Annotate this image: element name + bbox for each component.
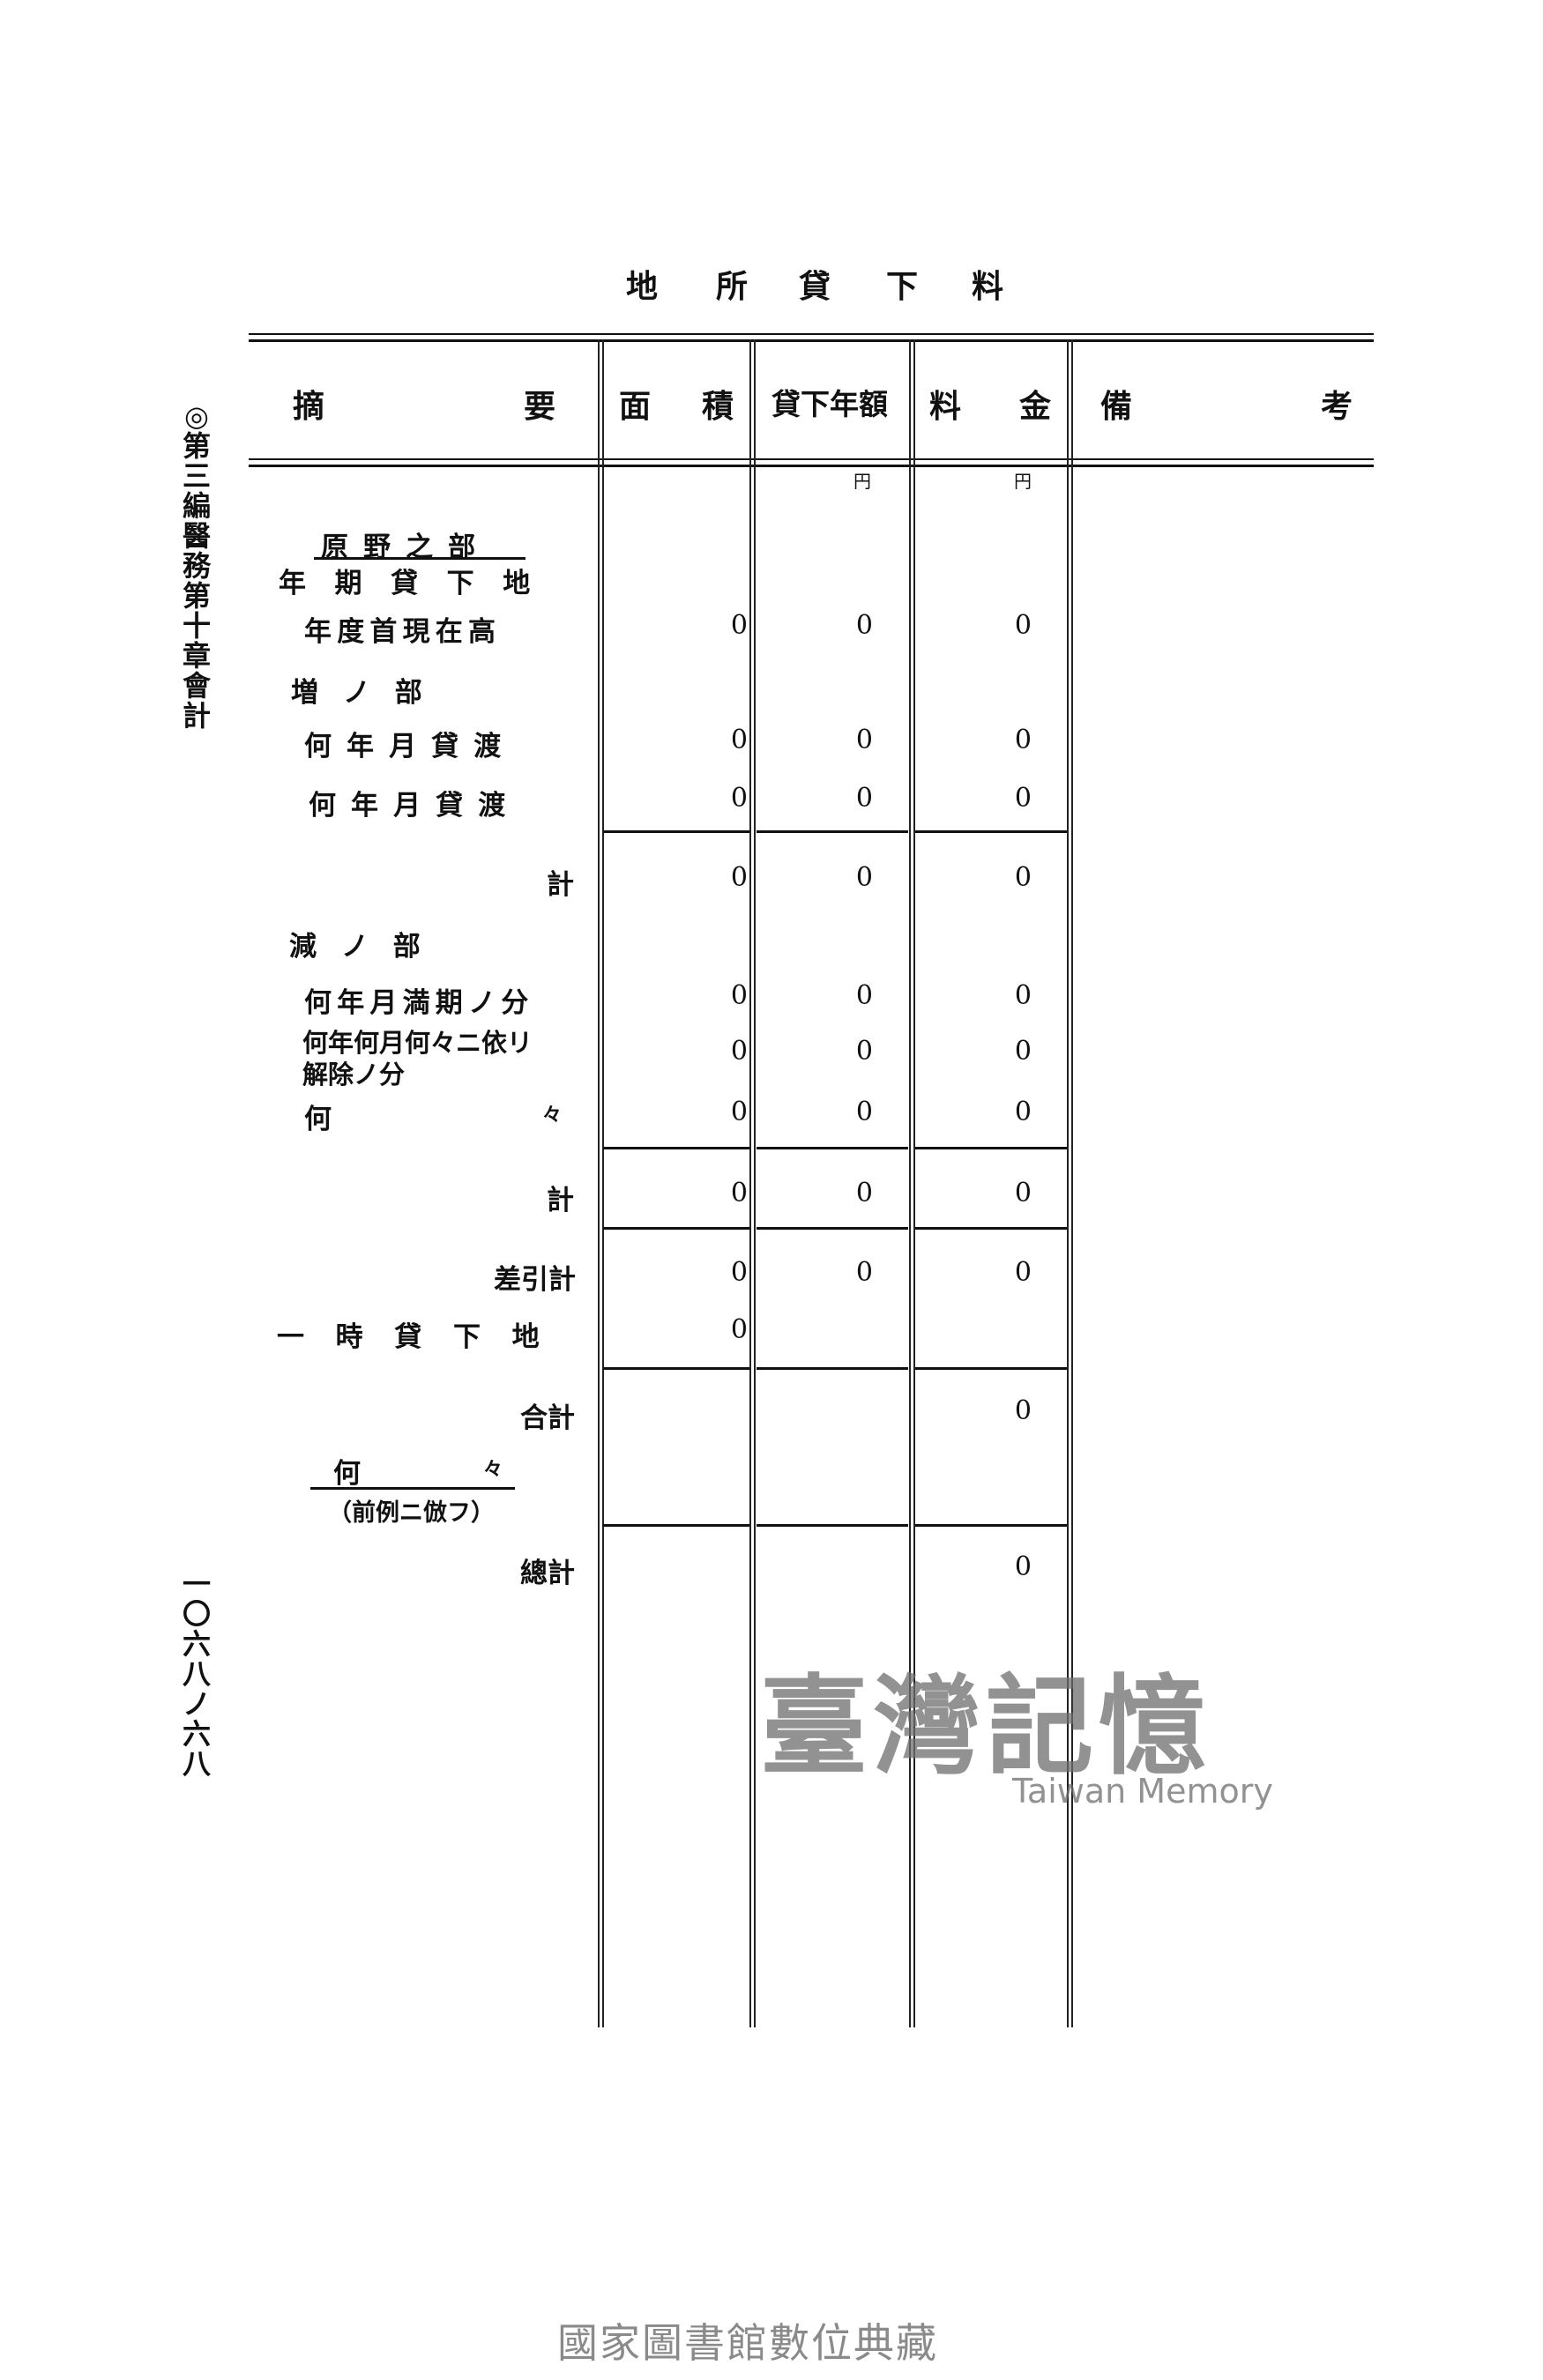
- header-fee: 金: [1019, 388, 1052, 425]
- section-underline: [314, 557, 526, 560]
- fee-value: 0: [1014, 1178, 1032, 1209]
- header-area: 面: [619, 388, 652, 425]
- subtotal-label: 計: [547, 869, 574, 901]
- area-value: 0: [730, 862, 748, 893]
- annual-value: 0: [855, 1178, 873, 1209]
- row-label: 一時貸下地: [277, 1321, 571, 1353]
- subtotal-rule: [757, 830, 908, 833]
- row-label: 年度首現在高: [304, 616, 502, 648]
- header-annual-amount: 貸下年額: [772, 387, 888, 421]
- fee-value: 0: [1014, 610, 1032, 641]
- header-fee: 料: [929, 388, 962, 425]
- unit-yen: 円: [853, 471, 871, 492]
- fee-value: 0: [1014, 783, 1032, 814]
- annual-value: 0: [855, 1036, 873, 1067]
- area-value: 0: [730, 1178, 748, 1209]
- title-char: 下: [886, 268, 919, 305]
- subtotal-rule: [603, 830, 749, 833]
- header-summary: 要: [524, 388, 556, 425]
- annual-value: 0: [855, 1097, 873, 1127]
- header-bottom-rule: [249, 465, 1374, 467]
- fee-value: 0: [1014, 862, 1032, 893]
- area-value: 0: [730, 725, 748, 755]
- annual-value: 0: [855, 862, 873, 893]
- annual-value: 0: [855, 1257, 873, 1288]
- unit-yen: 円: [1014, 471, 1032, 492]
- subtotal-rule: [915, 1147, 1067, 1149]
- table-top-rule: [249, 333, 1374, 335]
- subtotal-rule: [603, 1524, 749, 1527]
- subtotal-rule: [915, 1367, 1067, 1370]
- row-label: 何年何月何々ニ依リ: [302, 1028, 533, 1058]
- header-remarks: 備: [1100, 388, 1133, 425]
- fee-value: 0: [1014, 1036, 1032, 1067]
- watermark-logo: 臺灣記憶: [760, 1662, 1211, 1789]
- column-divider: [1067, 339, 1073, 2027]
- row-label: 何: [333, 1458, 361, 1490]
- header-bottom-rule: [249, 458, 1374, 460]
- fee-value: 0: [1014, 1551, 1032, 1582]
- area-value: 0: [730, 980, 748, 1011]
- subtotal-label: 計: [547, 1185, 574, 1216]
- area-value: 0: [730, 610, 748, 641]
- fee-value: 0: [1014, 1097, 1032, 1127]
- row-note: （前例ニ倣フ）: [328, 1499, 495, 1527]
- page-number: 一〇六八ノ六八: [182, 1567, 211, 1781]
- fee-value: 0: [1014, 1395, 1032, 1426]
- row-label: 年期貸下地: [279, 568, 559, 599]
- annual-value: 0: [855, 783, 873, 814]
- title-char: 料: [972, 268, 1004, 305]
- watermark-subtitle: Taiwan Memory: [1012, 1772, 1273, 1811]
- title-char: 地: [626, 268, 659, 305]
- row-label: 解除ノ分: [302, 1060, 406, 1090]
- annual-value: 0: [855, 725, 873, 755]
- difference-total-label: 差引計: [494, 1264, 576, 1296]
- header-summary: 摘: [293, 388, 325, 425]
- header-remarks: 考: [1321, 388, 1353, 425]
- area-value: 0: [730, 1036, 748, 1067]
- row-label: 何年月満期ノ分: [304, 987, 534, 1019]
- row-label: 減ノ部: [289, 931, 445, 963]
- header-area: 積: [702, 388, 734, 425]
- footer-collection-credit: 國家圖書館數位典藏: [557, 2319, 938, 2367]
- column-divider: [598, 339, 604, 2027]
- row-label: 何年月貸渡: [309, 790, 521, 822]
- subtotal-rule: [757, 1147, 908, 1149]
- table-top-rule: [249, 339, 1374, 342]
- column-divider: [749, 339, 756, 2027]
- row-label: 何年月貸渡: [304, 731, 517, 762]
- subtotal-rule: [757, 1367, 908, 1370]
- fee-value: 0: [1014, 980, 1032, 1011]
- fee-value: 0: [1014, 1257, 1032, 1288]
- row-label: 増ノ部: [291, 677, 447, 709]
- annual-value: 0: [855, 980, 873, 1011]
- grand-total-label: 總計: [520, 1558, 575, 1589]
- area-value: 0: [730, 1314, 748, 1345]
- subtotal-rule: [915, 1524, 1067, 1527]
- subtotal-rule: [757, 1524, 908, 1527]
- column-divider: [909, 339, 915, 2027]
- subtotal-rule: [915, 1227, 1067, 1230]
- area-value: 0: [730, 783, 748, 814]
- area-value: 0: [730, 1097, 748, 1127]
- title-char: 所: [716, 268, 749, 305]
- combined-total-label: 合計: [520, 1402, 575, 1434]
- annual-value: 0: [855, 610, 873, 641]
- row-label: 何: [304, 1104, 332, 1135]
- fee-value: 0: [1014, 725, 1032, 755]
- chapter-running-header: ◎第三編 醫務 第十章 會計: [182, 399, 211, 733]
- subtotal-rule: [757, 1227, 908, 1230]
- area-value: 0: [730, 1257, 748, 1288]
- subtotal-rule: [603, 1227, 749, 1230]
- subtotal-rule: [603, 1147, 749, 1149]
- row-underline: [310, 1487, 515, 1490]
- title-char: 貸: [799, 268, 831, 305]
- subtotal-rule: [915, 830, 1067, 833]
- subtotal-rule: [603, 1367, 749, 1370]
- row-label: 々: [483, 1458, 503, 1481]
- row-label: 々: [542, 1104, 563, 1127]
